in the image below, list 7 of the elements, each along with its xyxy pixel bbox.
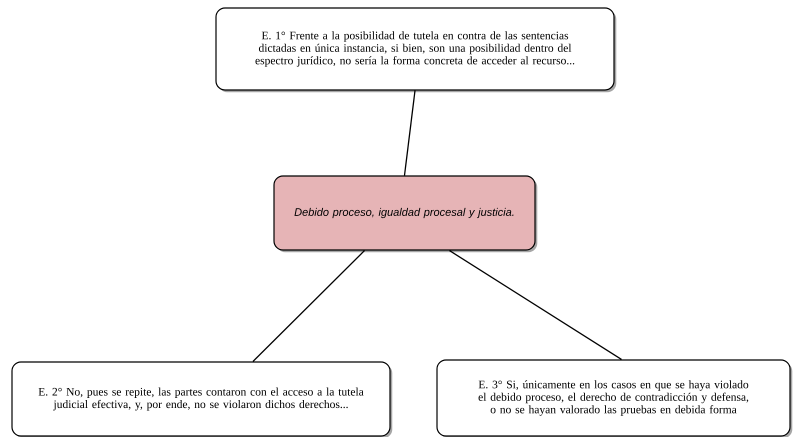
topic-box: Debido proceso, igualdad procesal y justicia. <box>273 175 538 252</box>
connector-line <box>252 250 365 362</box>
text-box: E. 3° Si, únicamente en los casos en que se haya violado el debido proceso, el derecho de contradicción y defensa, o no se hayan valorado las pruebas en debida forma <box>436 359 792 437</box>
connector-line <box>404 90 416 176</box>
connector-line <box>449 250 622 360</box>
text-box: E. 1° Frente a la posibilidad de tutela en contra de las sentencias dictadas en única instancia, si bien, son una posibilidad dentro del espectro jurídico, no sería la forma concreta de acceder al recurso... <box>215 7 616 92</box>
text-box: E. 2° No, pues se repite, las partes contaron con el acceso a la tutela judicial efectiva, y, por ende, no se violaron dichos derechos... <box>11 361 392 437</box>
